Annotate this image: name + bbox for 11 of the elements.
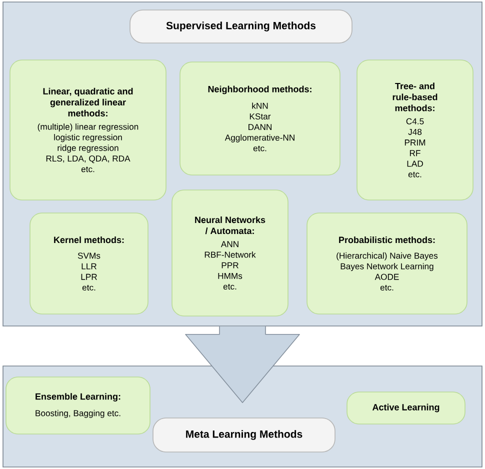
category-box: Tree- and rule-based methods: C4.5 J48 PRIM RF LAD etc.	[356, 60, 474, 200]
category-box: Neural Networks / Automata: ANN RBF-Network PPR HMMs etc.	[172, 190, 288, 316]
category-box: Active Learning	[346, 392, 466, 424]
block-arrow	[185, 326, 300, 403]
category-box: Neighborhood methods: kNN KStar DANN Agglomerative-NN etc.	[180, 62, 340, 176]
category-box: Linear, quadratic and generalized linear methods: (multiple) linear regression logistic regression ridge regression RLS, LDA, QDA, RDA etc.	[10, 60, 166, 200]
heading-box: Meta Learning Methods	[152, 418, 336, 452]
category-box: Kernel methods: SVMs LLR LPR etc.	[30, 212, 148, 314]
category-box: Probabilistic methods: (Hierarchical) Naive Bayes Bayes Network Learning AODE etc.	[306, 212, 468, 314]
category-box: Ensemble Learning: Boosting, Bagging etc.	[6, 376, 150, 434]
heading-box: Supervised Learning Methods	[130, 10, 352, 44]
